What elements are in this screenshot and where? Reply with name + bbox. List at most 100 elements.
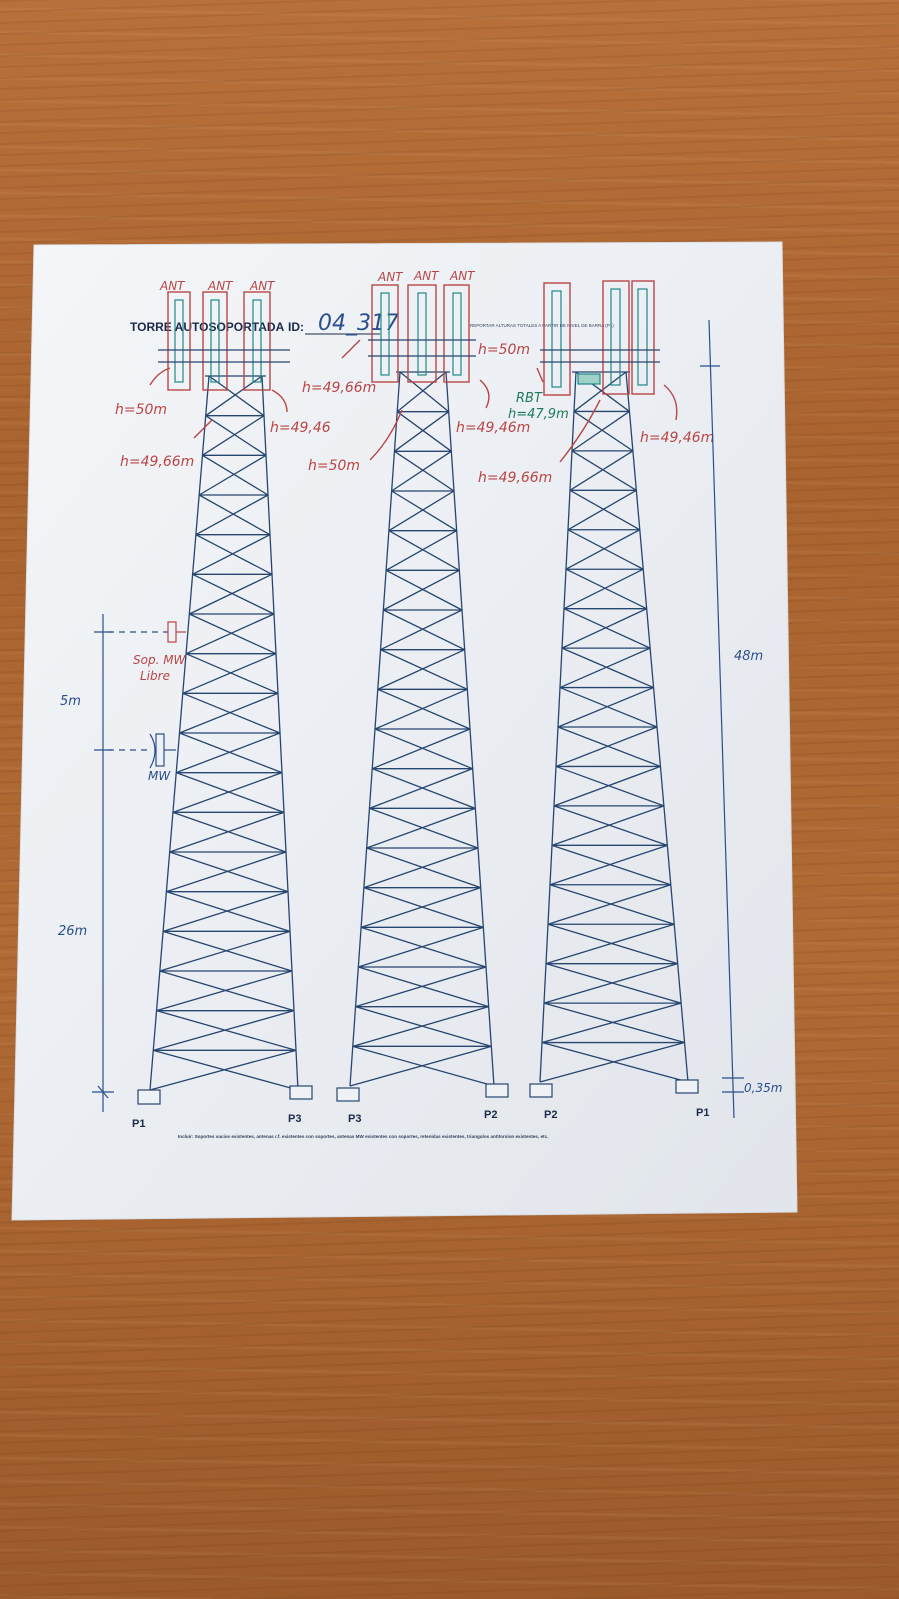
t1-brace-a-5: [192, 573, 275, 615]
dimension-5m: 5m: [60, 694, 81, 709]
t1-brace-b-7: [182, 653, 277, 694]
pad-t3-right: [675, 1079, 699, 1094]
t3-brace-a-7: [561, 647, 654, 689]
t3-brace-b-1: [571, 410, 630, 452]
t3-rbt-height: h=47,9m: [508, 407, 569, 422]
t1-brace-b-8: [179, 692, 279, 734]
pad-t2-left: [336, 1087, 360, 1102]
t2-brace-b-15: [355, 966, 487, 1008]
t2-brace-a-15: [358, 966, 489, 1008]
t2-brace-b-11: [366, 807, 476, 849]
leg-label-t2-right: P2: [484, 1109, 497, 1121]
t3-brace-b-4: [565, 529, 641, 570]
t2-brace-a-16: [355, 1006, 492, 1047]
t1-brace-b-6: [185, 613, 275, 655]
t1-height-left: h=50m: [115, 402, 167, 418]
t1-brace-a-9: [179, 732, 283, 774]
t2-brace-a-4: [388, 530, 460, 571]
t1-height-center: h=49,66m: [120, 454, 194, 470]
t2-brace-b-17: [349, 1045, 492, 1087]
ant-label-4: ANT: [377, 270, 404, 284]
mw-free-support-label: Sop. MW: [133, 653, 187, 667]
t1-brace-b-11: [169, 811, 285, 853]
leg-label-t1-right: P3: [288, 1113, 301, 1125]
t2-height-right: h=49,46m: [456, 420, 530, 436]
t2-brace-a-12: [366, 847, 481, 889]
t3-brace-a-15: [545, 963, 682, 1004]
t2-height-left: h=50m: [308, 458, 360, 474]
leg-label-t3-right: P1: [696, 1107, 709, 1119]
mw-antenna-label: MW: [148, 769, 171, 783]
t3-brace-b-15: [543, 963, 678, 1004]
t3-brace-a-3: [569, 489, 641, 531]
t3-brace-b-12: [549, 844, 668, 886]
t3-rbt-label: RBT: [516, 391, 543, 406]
antenna-mount-lines: [158, 339, 660, 363]
id-label: ID:: [288, 320, 304, 334]
pad-t1-left: [137, 1089, 161, 1105]
t1-brace-b-4: [192, 534, 271, 575]
t1-brace-a-0: [208, 375, 265, 417]
t1-brace-b-15: [156, 970, 293, 1012]
ant-label-3: ANT: [249, 279, 276, 293]
t1-brace-b-0: [205, 375, 263, 417]
t1-brace-a-17: [153, 1049, 299, 1091]
t2-brace-a-10: [371, 768, 476, 809]
t1-brace-a-13: [166, 891, 291, 932]
t2-brace-b-3: [388, 490, 455, 532]
t2-brace-a-1: [396, 411, 452, 452]
t1-brace-b-5: [189, 573, 273, 615]
t1-brace-a-8: [182, 692, 281, 734]
t3-brace-a-12: [551, 844, 671, 886]
t3-brace-a-17: [541, 1041, 689, 1083]
t3-brace-b-2: [569, 450, 634, 491]
t1-brace-b-9: [175, 732, 281, 774]
t1-brace-b-12: [166, 851, 287, 893]
leg-label-t1-left: P1: [132, 1118, 145, 1130]
t3-brace-b-16: [541, 1002, 682, 1044]
t2-height-center: h=49,66m: [302, 380, 376, 396]
mw-free-support-label-2: Libre: [140, 669, 170, 683]
dimension-0-35m: 0,35m: [744, 1081, 782, 1095]
t1-brace-b-10: [172, 772, 283, 813]
t1-brace-a-3: [198, 494, 271, 536]
t3-brace-b-9: [555, 726, 658, 768]
t1-brace-a-11: [172, 811, 287, 853]
t3-brace-b-14: [545, 923, 675, 965]
t2-brace-b-12: [363, 847, 479, 889]
t3-brace-b-0: [573, 371, 627, 412]
t3-brace-a-1: [573, 410, 634, 452]
t2-brace-b-8: [374, 688, 468, 730]
t1-brace-a-16: [156, 1010, 297, 1051]
t3-height-center: h=49,66m: [478, 470, 552, 486]
t2-brace-b-2: [391, 450, 452, 492]
pad-t3-left: [529, 1083, 553, 1098]
dimension-26m: 26m: [58, 924, 87, 939]
t3-brace-a-5: [565, 568, 647, 610]
t3-brace-b-5: [563, 568, 644, 610]
t3-brace-b-8: [557, 686, 654, 728]
foundation-pads: [137, 1079, 699, 1105]
t3-brace-a-6: [563, 608, 651, 649]
t2-brace-b-4: [385, 530, 457, 571]
t1-height-right: h=49,46: [270, 420, 331, 436]
mw-support-markers: [108, 621, 186, 769]
t3-brace-a-13: [549, 884, 675, 925]
dimension-lines: [92, 319, 744, 1119]
id-value: 04_317: [318, 311, 399, 336]
t1-brace-b-16: [153, 1010, 295, 1051]
t2-brace-a-17: [352, 1045, 495, 1087]
t3-brace-a-2: [571, 450, 637, 491]
t3-brace-a-14: [547, 923, 678, 965]
t1-brace-a-10: [175, 772, 285, 813]
t2-brace-a-2: [394, 450, 455, 492]
t2-brace-a-8: [377, 688, 471, 730]
ant-label-6: ANT: [449, 269, 476, 283]
t1-brace-b-13: [162, 891, 289, 932]
header-small-note: REPORTAR ALTURAS TOTALES A PARTIR DE NIV…: [470, 323, 614, 328]
t3-brace-b-10: [553, 765, 661, 807]
ant-label-2: ANT: [207, 279, 234, 293]
pad-t1-right: [289, 1085, 313, 1100]
antenna-annotations: [149, 280, 678, 463]
ant-label-5: ANT: [413, 269, 440, 283]
